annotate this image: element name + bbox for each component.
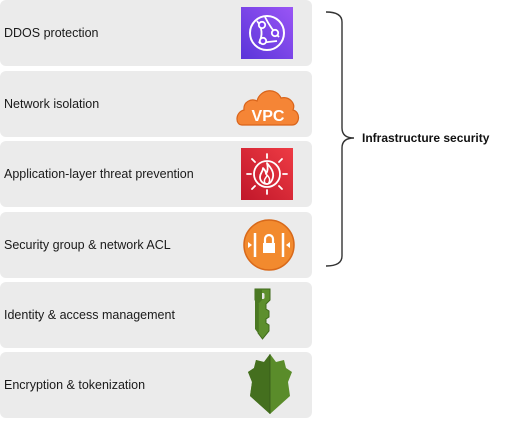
group-label: Infrastructure security bbox=[362, 131, 490, 145]
row-security-group-network-acl: Security group & network ACL bbox=[0, 212, 312, 278]
lock-firewall-icon bbox=[243, 219, 295, 271]
row-label: Security group & network ACL bbox=[4, 238, 171, 252]
row-label: Network isolation bbox=[4, 97, 100, 111]
row-encryption-tokenization: Encryption & tokenization bbox=[0, 352, 312, 418]
row-network-isolation: Network isolation VPC bbox=[0, 71, 312, 137]
row-identity-access-management: Identity & access management bbox=[0, 282, 312, 348]
row-label: DDOS protection bbox=[4, 26, 99, 40]
waf-fire-icon bbox=[241, 148, 293, 200]
vpc-cloud-icon: VPC bbox=[236, 90, 300, 126]
kms-shield-icon bbox=[248, 354, 292, 414]
row-label: Encryption & tokenization bbox=[4, 378, 146, 392]
row-application-layer-threat-prevention: Application-layer threat prevention bbox=[0, 141, 312, 207]
key-icon bbox=[254, 288, 271, 340]
vpc-badge-text: VPC bbox=[252, 108, 285, 125]
shield-network-icon bbox=[241, 7, 293, 59]
infrastructure-brace bbox=[325, 11, 355, 267]
row-label: Identity & access management bbox=[4, 308, 175, 322]
row-label: Application-layer threat prevention bbox=[4, 167, 194, 181]
row-ddos-protection: DDOS protection bbox=[0, 0, 312, 66]
